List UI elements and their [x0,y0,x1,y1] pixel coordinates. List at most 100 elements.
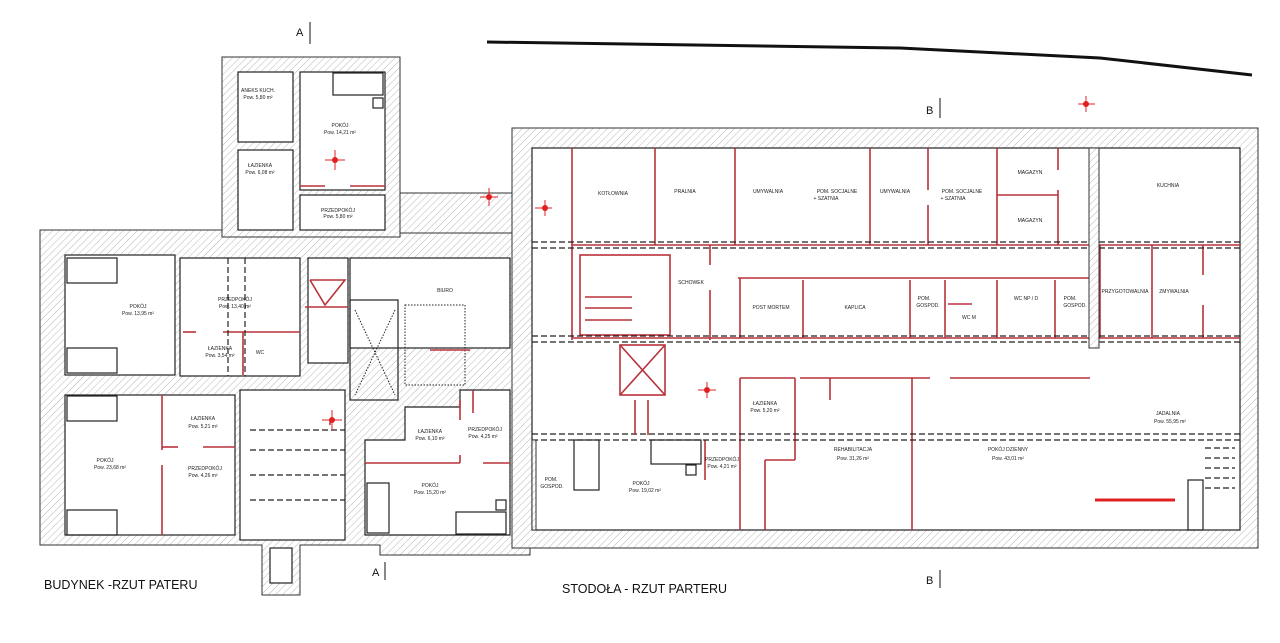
room-label-text: Pow. 5,80 m² [243,95,273,101]
room-label: KAPLICA [844,305,866,311]
room-label-text: WC [256,350,265,356]
room-label-text: Pow. 13,95 m² [122,311,154,317]
section-marker-b-bottom: B [926,570,941,588]
room-label: REHABILITACJA Pow. 31,26 m² [834,447,873,462]
room-label: WC NP / D [1014,296,1039,302]
room-label-text: + SZATNIA [940,196,966,202]
room-label-text: Pow. 43,01 m² [992,456,1024,462]
room-label-text: ANEKS KUCH. [241,88,275,94]
room-label-text: Pow. 6,10 m² [415,436,445,442]
room-label: PRALNIA [674,189,696,195]
room-label-text: UMYWALNIA [753,189,784,195]
room-label-text: Pow. 31,26 m² [837,456,869,462]
room-label-text: ŁAZIENKA [248,163,273,169]
room-label-text: Pow. 5,20 m² [750,408,780,414]
room-label-text: Pow. 14,21 m² [324,130,356,136]
room-label-text: POKÓJ [332,122,349,129]
room-label: POM.GOSPOD. [916,296,939,309]
room-label: UMYWALNIA [880,189,911,195]
room-label: PRZYGOTOWALNIA [1102,289,1150,295]
room-label-text: PRZYGOTOWALNIA [1102,289,1150,295]
room-label-text: JADALNIA [1156,411,1181,417]
room-label-text: MAGAZYN [1018,218,1043,224]
room-label-text: ŁAZIENKA [753,401,778,407]
room-label-text: KOTŁOWNIA [598,191,629,197]
room-label-text: POKÓJ [422,482,439,489]
room-label: POM.GOSPOD. [1063,296,1086,309]
room-label-text: POKÓJ [633,480,650,487]
room-label: MAGAZYN [1018,218,1043,224]
room-label-text: GOSPOD. [916,303,939,309]
room-label: ZMYWALNIA [1159,289,1189,295]
room-label-text: POST MORTEM [752,305,789,311]
level-marker [325,150,345,170]
barn-title: STODOŁA - RZUT PARTERU [562,582,727,596]
room-label-text: Pow. 3,54 m² [205,353,235,359]
room-label-text: WC NP / D [1014,296,1039,302]
section-marker-b-top: B [926,98,941,118]
svg-text:A: A [372,567,380,579]
room-label-text: ŁAZIENKA [208,346,233,352]
room-label: ANEKS KUCH.Pow. 5,80 m² [241,88,275,101]
svg-text:B: B [926,575,933,587]
barn-room-labels: KOTŁOWNIA PRALNIA UMYWALNIA POM. SOCJALN… [540,170,1189,494]
room-label: WC M [962,315,976,321]
section-marker-a-top: A [296,22,311,44]
room-label-text: KAPLICA [844,305,866,311]
room-label: UMYWALNIA [753,189,784,195]
room-label-text: PRZEDPOKÓJ [321,207,355,214]
room-label-text: Pow. 19,02 m² [629,488,661,494]
room-label-text: Pow. 4,26 m² [188,473,218,479]
room-label-text: UMYWALNIA [880,189,911,195]
room-label-text: Pow. 15,20 m² [414,490,446,496]
room-label-text: Pow. 23,68 m² [94,465,126,471]
room-label-text: Pow. 6,08 m² [245,170,275,176]
room-label-text: PRALNIA [674,189,696,195]
room-label: KUCHNIA [1157,183,1180,189]
building-plan [39,56,531,596]
barn-plan [511,96,1259,549]
room-label: POM. SOCJALNE+ SZATNIA [940,189,982,202]
room-label: KOTŁOWNIA [598,191,629,197]
room-label-text: Pow. 5,21 m² [188,424,218,430]
room-label-text: Pow. 55,95 m² [1154,419,1186,425]
room-label-text: Pow. 4,25 m² [468,434,498,440]
room-label-text: Pow. 4,21 m² [707,464,737,470]
room-label: JADALNIA Pow. 55,95 m² [1154,411,1186,425]
room-label-text: REHABILITACJA [834,447,873,453]
room-label: MAGAZYN [1018,170,1043,176]
room-label-text: KUCHNIA [1157,183,1180,189]
building-title: BUDYNEK -RZUT PATERU [44,578,198,592]
room-label-text: PRZEDPOKÓJ [218,296,252,303]
room-label-text: POM. SOCJALNE [942,189,983,195]
room-label-text: GOSPOD. [540,484,563,490]
room-label-text: POKÓJ [130,303,147,310]
room-label-text: ŁAZIENKA [418,429,443,435]
room-label-text: ZMYWALNIA [1159,289,1189,295]
room-label-text: PRZEDPOKÓJ [188,465,222,472]
room-label-text: BIURO [437,288,453,294]
svg-text:B: B [926,105,933,117]
roof-line [486,40,1253,77]
room-label-text: POM. SOCJALNE [817,189,858,195]
room-label-text: MAGAZYN [1018,170,1043,176]
room-label-text: PRZEDPOKÓJ [468,426,502,433]
room-label-text: POM. [1064,296,1077,302]
